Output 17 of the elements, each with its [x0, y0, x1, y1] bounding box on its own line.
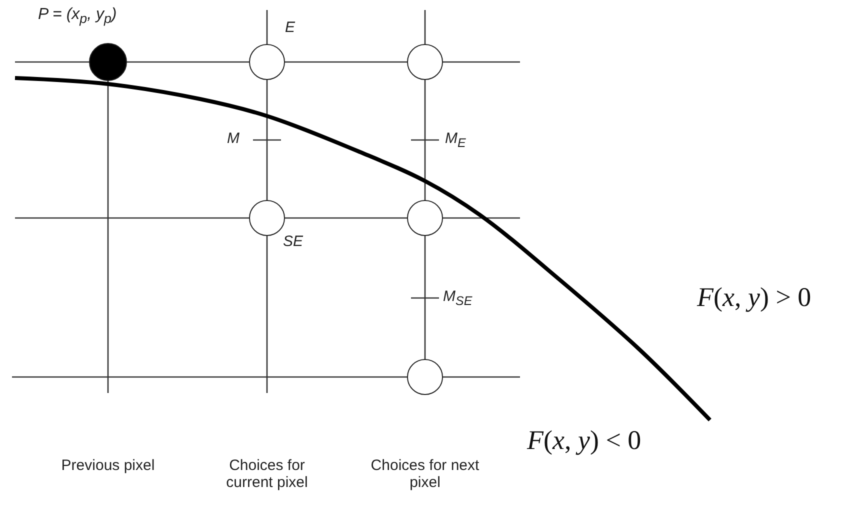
midpoint-label: M$_{E}$ — [445, 131, 466, 151]
region-label: F(x, y) < 0 — [527, 426, 642, 456]
pixel-label: SE — [283, 234, 304, 250]
pixel-circle — [249, 200, 285, 236]
region-label: F(x, y) > 0 — [697, 283, 812, 313]
pixel-label: P = (x$_{p}$, y$_{p}$) — [38, 6, 117, 27]
pixel-circle — [407, 200, 443, 236]
pixel-circle — [249, 44, 285, 80]
midpoint-label: M$_{SE}$ — [443, 289, 472, 309]
pixel-circle — [407, 44, 443, 80]
pixel-label: E — [285, 20, 296, 36]
filled-pixel-circle — [89, 43, 127, 81]
column-caption: Choices for current pixel — [225, 458, 309, 491]
pixel-circle — [407, 359, 443, 395]
column-caption: Choices for next pixel — [370, 458, 480, 491]
midpoint-label: M — [227, 131, 240, 148]
column-caption: Previous pixel — [60, 458, 156, 474]
